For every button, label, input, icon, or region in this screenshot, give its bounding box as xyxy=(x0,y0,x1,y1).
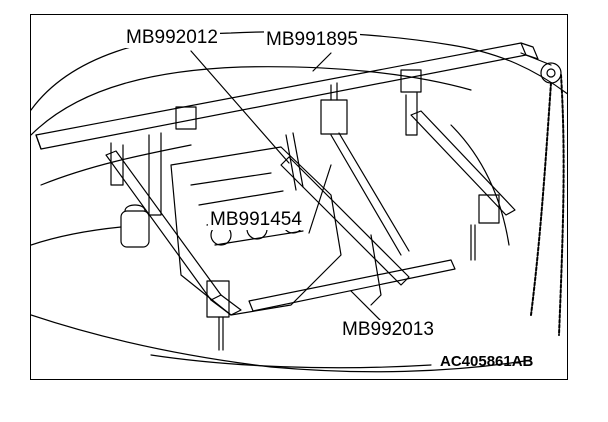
figure-code: AC405861AB xyxy=(440,353,534,370)
illustration-frame xyxy=(30,14,568,380)
callout-tool-b: MB991895 xyxy=(264,29,360,50)
upper-crossbar xyxy=(35,42,527,150)
right-rail xyxy=(410,110,516,216)
engine-bay-illustration xyxy=(31,31,567,373)
callout-tool-a: MB992012 xyxy=(124,27,220,48)
callout-tool-d: MB992013 xyxy=(340,319,436,340)
callout-tool-c: MB991454 xyxy=(208,209,304,230)
lower-beam xyxy=(248,259,456,312)
